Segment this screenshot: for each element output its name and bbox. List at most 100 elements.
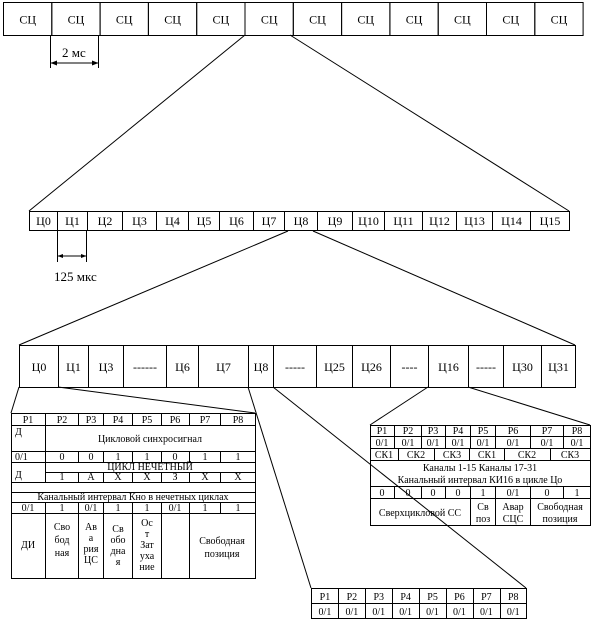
avariya-line: ЦС [84,555,98,566]
timeslot-label: Ц13 [464,214,485,228]
bit-value: 0/1 [372,607,385,618]
bit-header: Р1 [23,415,34,426]
multiframe-duration: 2 мс [50,36,99,68]
bit-value: 0/1 [402,438,415,449]
bit-header: Р5 [427,592,438,603]
bit-header: Р5 [142,415,153,426]
odd-bit-value: X [234,472,242,483]
timeslot-label: Ц9 [328,214,343,228]
timeslot-label: Ц5 [197,214,212,228]
sk-label: СК3 [443,450,461,461]
channel-bit-value: 1 [116,503,121,514]
ki16-bit-value: 1 [481,488,486,499]
multiframe-cell-label: СЦ [454,13,471,27]
channel-interval-odd-label: Канальный интервал Кно в нечетных циклах [37,492,228,503]
sync-bit-value: 1 [145,452,150,463]
expand-line-left-2 [18,230,289,346]
svobodnaya-label: Свободная [54,522,70,559]
bit-value: 0/1 [541,438,554,449]
bit-value: 0/1 [376,438,389,449]
svobodnaya2-line: я [116,557,121,568]
expanded-timeslot-label: Ц8 [254,360,269,374]
timeslot-cell [530,211,570,231]
sync-bit-value: 0 [60,452,65,463]
connector-c16-right [467,386,591,426]
odd-bit-value: X [143,472,151,483]
bit-header: Р2 [347,592,358,603]
svobodnaya2-line: Св [112,524,124,535]
ki16-interval-label: Канальный интервал КИ16 в цикле Цо [398,475,563,486]
ki16-bit-value: 0 [406,488,411,499]
sync-bit-value: 0 [173,452,178,463]
timeslot-label: Ц8 [294,214,309,228]
sk-label: СК1 [478,450,496,461]
odd-cycle-label: ЦИКЛ НЕЧЕТНЫЙ [107,461,193,473]
ki16-bit-value: 0 [431,488,436,499]
timeslot-label: Ц2 [98,214,113,228]
channel-bit-value: 1 [203,503,208,514]
multiframe-cell-label: СЦ [68,13,85,27]
bit-value: 0/1 [452,438,465,449]
bit-header: Р7 [481,592,492,603]
expanded-timeslot-label: ----- [476,360,496,374]
channel-bit-value: 0/1 [22,503,35,514]
expanded-timeslot-label: Ц0 [32,360,47,374]
expanded-timeslot-label: Ц30 [512,360,533,374]
svobodnaya-line: бод [55,535,70,546]
bit-value: 0/1 [507,607,520,618]
bit-header: Р6 [170,415,181,426]
expanded-timeslot-label: Ц6 [175,360,190,374]
expanded-timeslot-cell [541,345,576,388]
ki16-bit-value: 0 [456,488,461,499]
timeslot-label: Ц6 [229,214,244,228]
multiframe-cell-label: СЦ [19,13,36,27]
ki16-bit-value: 0/1 [507,488,520,499]
sync-bit-value: 1 [236,452,241,463]
odd-bit-value: А [87,472,95,483]
ost-line: т [145,529,150,540]
bit-value: 0/1 [345,607,358,618]
sv_poz-line: Св [477,502,489,513]
expanded-timeslot-label: Ц16 [438,360,459,374]
multiframe-cell-label: СЦ [164,13,181,27]
bit-header: Р8 [508,592,519,603]
sk-label: СК1 [375,450,393,461]
bit-header: Р8 [233,415,244,426]
bit-header: Р2 [57,415,68,426]
sk-label: СК3 [561,450,579,461]
ki16-bit-value: 0 [545,488,550,499]
bit-header: Р2 [403,426,414,437]
timeslot-label: Ц11 [393,214,413,228]
bit-value: 0/1 [427,438,440,449]
bit-value: 0/1 [477,438,490,449]
avariya-line: Ав [85,522,97,533]
multiframe-cell-label: СЦ [551,13,568,27]
timeslot-label: Ц15 [540,214,561,228]
expand-line-right-2 [312,230,576,346]
free_position-line: Свободная [199,536,245,547]
expanded-timeslot-label: Ц25 [324,360,345,374]
channel-bit-value: 1 [145,503,150,514]
left-d1-label: Д [15,427,22,438]
bit-header: Р5 [478,426,489,437]
channel-bit-value: 1 [236,503,241,514]
multiframe-cell-label: СЦ [309,13,326,27]
sync-bit-value: 0 [89,452,94,463]
ki16-bit-value: 1 [575,488,580,499]
svobodnaya2-label: Свободная [110,524,126,568]
bit-header: Р3 [373,592,384,603]
bit-header: Р1 [320,592,331,603]
